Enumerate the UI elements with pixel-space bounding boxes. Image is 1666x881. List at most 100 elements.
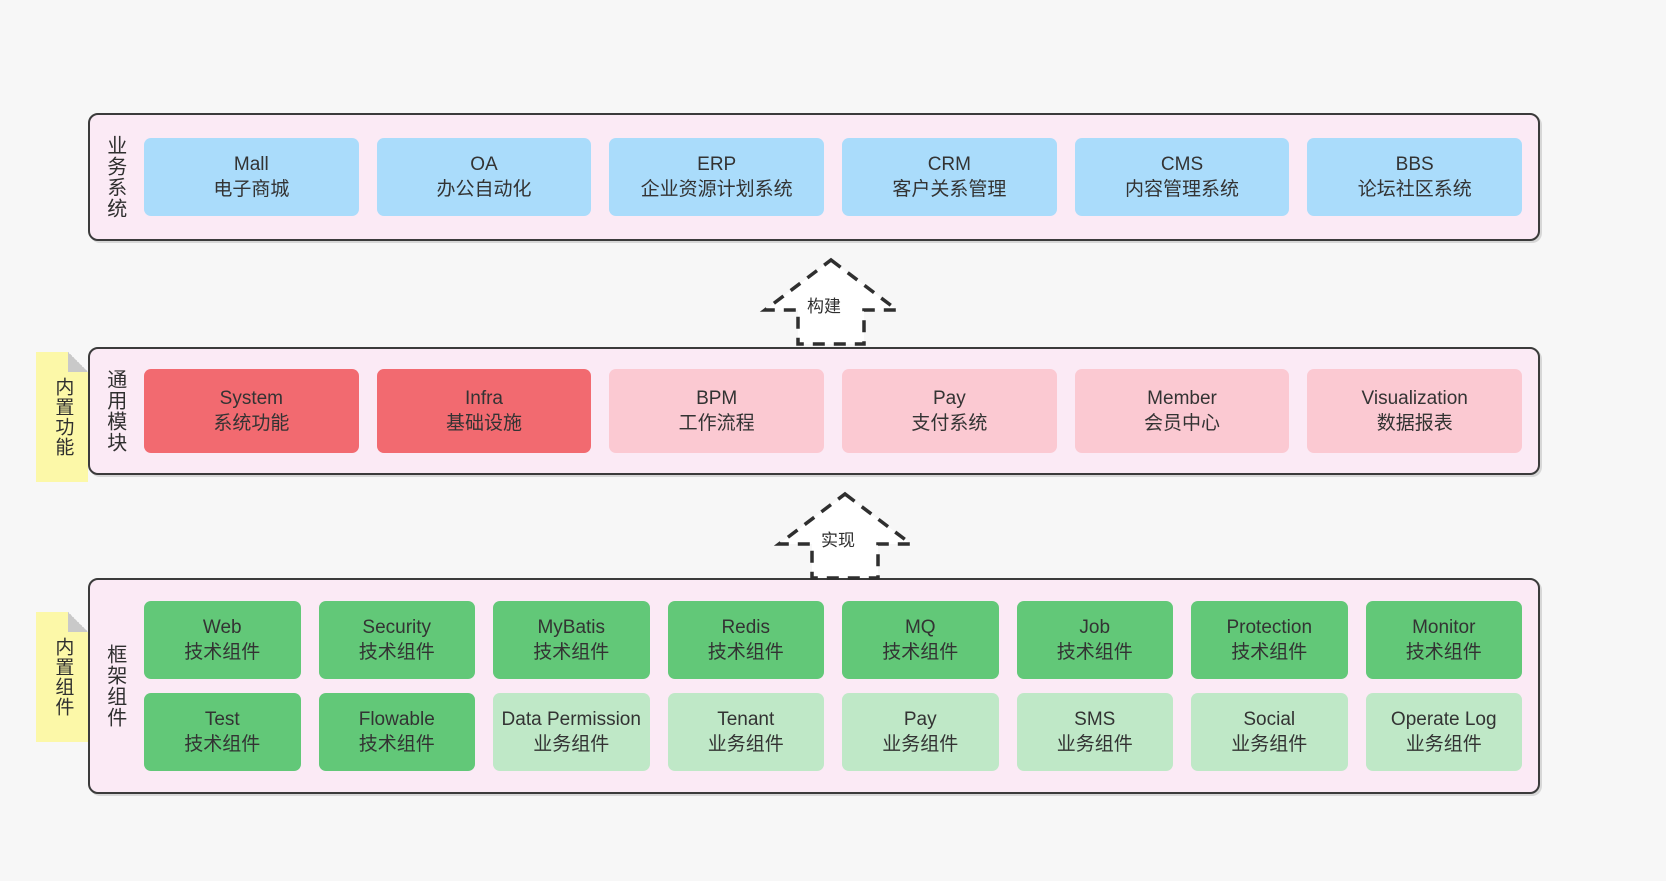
- node-title-cn: 技术组件: [882, 642, 959, 663]
- layer-title-business-systems: 业务系统: [103, 135, 126, 219]
- node-job[interactable]: Job 技术组件: [1016, 601, 1173, 679]
- node-title-en: Tenant: [717, 708, 775, 730]
- node-title-cn: 企业资源计划系统: [640, 179, 793, 200]
- node-title-en: Pay: [932, 387, 966, 409]
- arrow-implement: 实现: [770, 490, 920, 582]
- node-title-en: Infra: [464, 387, 504, 409]
- node-title-cn: 业务组件: [707, 734, 784, 755]
- node-flowable[interactable]: Flowable 技术组件: [318, 693, 475, 771]
- node-title-cn: 会员中心: [1144, 413, 1221, 434]
- node-title-cn: 业务组件: [1405, 734, 1482, 755]
- node-title-en: BBS: [1395, 153, 1434, 175]
- node-title-en: Mall: [233, 153, 269, 175]
- node-title-cn: 业务组件: [1231, 734, 1308, 755]
- node-web[interactable]: Web 技术组件: [144, 601, 301, 679]
- node-pay-business[interactable]: Pay 业务组件: [842, 693, 999, 771]
- node-sms[interactable]: SMS 业务组件: [1016, 693, 1173, 771]
- node-row: System 系统功能 Infra 基础设施 BPM 工作流程 Pay 支付系统…: [144, 369, 1523, 453]
- node-social[interactable]: Social 业务组件: [1191, 693, 1348, 771]
- sticky-tag-label: 内置组件: [52, 637, 74, 717]
- node-title-en: ERP: [697, 153, 737, 175]
- sticky-tag-label: 内置功能: [52, 377, 74, 457]
- node-protection[interactable]: Protection 技术组件: [1191, 601, 1348, 679]
- node-title-en: Security: [362, 616, 432, 638]
- node-title-cn: 论坛社区系统: [1357, 179, 1472, 200]
- node-bpm[interactable]: BPM 工作流程: [609, 369, 825, 453]
- node-mybatis[interactable]: MyBatis 技术组件: [493, 601, 650, 679]
- node-pay[interactable]: Pay 支付系统: [842, 369, 1057, 453]
- node-title-cn: 技术组件: [707, 642, 784, 663]
- node-system[interactable]: System 系统功能: [144, 369, 359, 453]
- node-title-en: System: [219, 387, 284, 409]
- node-title-cn: 技术组件: [358, 734, 435, 755]
- node-crm[interactable]: CRM 客户关系管理: [842, 138, 1057, 216]
- node-title-cn: 业务组件: [533, 734, 610, 755]
- node-title-en: Member: [1147, 387, 1217, 409]
- node-row: Mall 电子商城 OA 办公自动化 ERP 企业资源计划系统 CRM 客户关系…: [144, 138, 1523, 216]
- layer-title-common-modules: 通用模块: [103, 369, 126, 453]
- node-title-cn: 电子商城: [213, 179, 290, 200]
- node-title-en: Pay: [903, 708, 937, 730]
- node-erp[interactable]: ERP 企业资源计划系统: [609, 138, 825, 216]
- node-title-en: Protection: [1226, 616, 1313, 638]
- sticky-tag-builtin-features: 内置功能: [36, 352, 88, 482]
- sticky-tag-builtin-components: 内置组件: [36, 612, 88, 742]
- arrow-build: 构建: [756, 256, 906, 348]
- node-title-en: CMS: [1160, 153, 1204, 175]
- layer-common-modules: 通用模块 System 系统功能 Infra 基础设施 BPM 工作流程 Pay…: [88, 347, 1540, 475]
- layer-body-framework-components: Web 技术组件 Security 技术组件 MyBatis 技术组件 Redi…: [138, 580, 1538, 792]
- node-title-en: Operate Log: [1390, 708, 1497, 730]
- node-bbs[interactable]: BBS 论坛社区系统: [1307, 138, 1523, 216]
- node-member[interactable]: Member 会员中心: [1074, 369, 1290, 453]
- node-title-en: MQ: [904, 616, 936, 638]
- node-title-en: SMS: [1074, 708, 1116, 730]
- node-title-cn: 基础设施: [446, 413, 523, 434]
- node-title-cn: 技术组件: [184, 734, 261, 755]
- node-title-en: Web: [202, 616, 242, 638]
- node-title-cn: 支付系统: [911, 413, 988, 434]
- node-title-en: Visualization: [1361, 387, 1468, 409]
- node-operate-log[interactable]: Operate Log 业务组件: [1365, 693, 1522, 771]
- node-row: Test 技术组件 Flowable 技术组件 Data Permission …: [144, 693, 1522, 771]
- node-title-cn: 技术组件: [1056, 642, 1133, 663]
- layer-body-business-systems: Mall 电子商城 OA 办公自动化 ERP 企业资源计划系统 CRM 客户关系…: [138, 115, 1538, 239]
- node-test[interactable]: Test 技术组件: [144, 693, 301, 771]
- node-title-en: CRM: [927, 153, 971, 175]
- node-title-cn: 技术组件: [1405, 642, 1482, 663]
- node-security[interactable]: Security 技术组件: [318, 601, 475, 679]
- node-cms[interactable]: CMS 内容管理系统: [1074, 138, 1290, 216]
- node-tenant[interactable]: Tenant 业务组件: [667, 693, 824, 771]
- layer-body-common-modules: System 系统功能 Infra 基础设施 BPM 工作流程 Pay 支付系统…: [138, 349, 1538, 473]
- node-title-en: Job: [1079, 616, 1111, 638]
- node-title-cn: 工作流程: [678, 413, 755, 434]
- node-title-cn: 业务组件: [1056, 734, 1133, 755]
- arrow-implement-label: 实现: [821, 531, 855, 550]
- node-title-en: BPM: [696, 387, 738, 409]
- layer-framework-components: 框架组件 Web 技术组件 Security 技术组件 MyBatis 技术组件…: [88, 578, 1540, 794]
- node-title-cn: 系统功能: [213, 413, 290, 434]
- node-title-en: Monitor: [1412, 616, 1476, 638]
- node-title-cn: 业务组件: [882, 734, 959, 755]
- node-title-en: OA: [470, 153, 498, 175]
- node-mall[interactable]: Mall 电子商城: [144, 138, 359, 216]
- arrow-implement-icon: [773, 491, 917, 580]
- node-title-en: Social: [1243, 708, 1296, 730]
- node-mq[interactable]: MQ 技术组件: [842, 601, 999, 679]
- arrow-build-label: 构建: [807, 297, 841, 316]
- node-monitor[interactable]: Monitor 技术组件: [1365, 601, 1522, 679]
- arrow-build-icon: [759, 257, 903, 346]
- node-title-cn: 数据报表: [1376, 413, 1453, 434]
- node-oa[interactable]: OA 办公自动化: [376, 138, 592, 216]
- layer-title-framework-components: 框架组件: [103, 644, 126, 728]
- node-visualization[interactable]: Visualization 数据报表: [1307, 369, 1523, 453]
- node-title-cn: 客户关系管理: [892, 179, 1007, 200]
- node-redis[interactable]: Redis 技术组件: [667, 601, 824, 679]
- node-title-en: Data Permission: [501, 708, 641, 730]
- node-title-cn: 技术组件: [184, 642, 261, 663]
- node-title-en: Test: [204, 708, 240, 730]
- node-data-permission[interactable]: Data Permission 业务组件: [493, 693, 650, 771]
- node-row: Web 技术组件 Security 技术组件 MyBatis 技术组件 Redi…: [144, 601, 1522, 679]
- node-title-cn: 技术组件: [533, 642, 610, 663]
- node-infra[interactable]: Infra 基础设施: [376, 369, 592, 453]
